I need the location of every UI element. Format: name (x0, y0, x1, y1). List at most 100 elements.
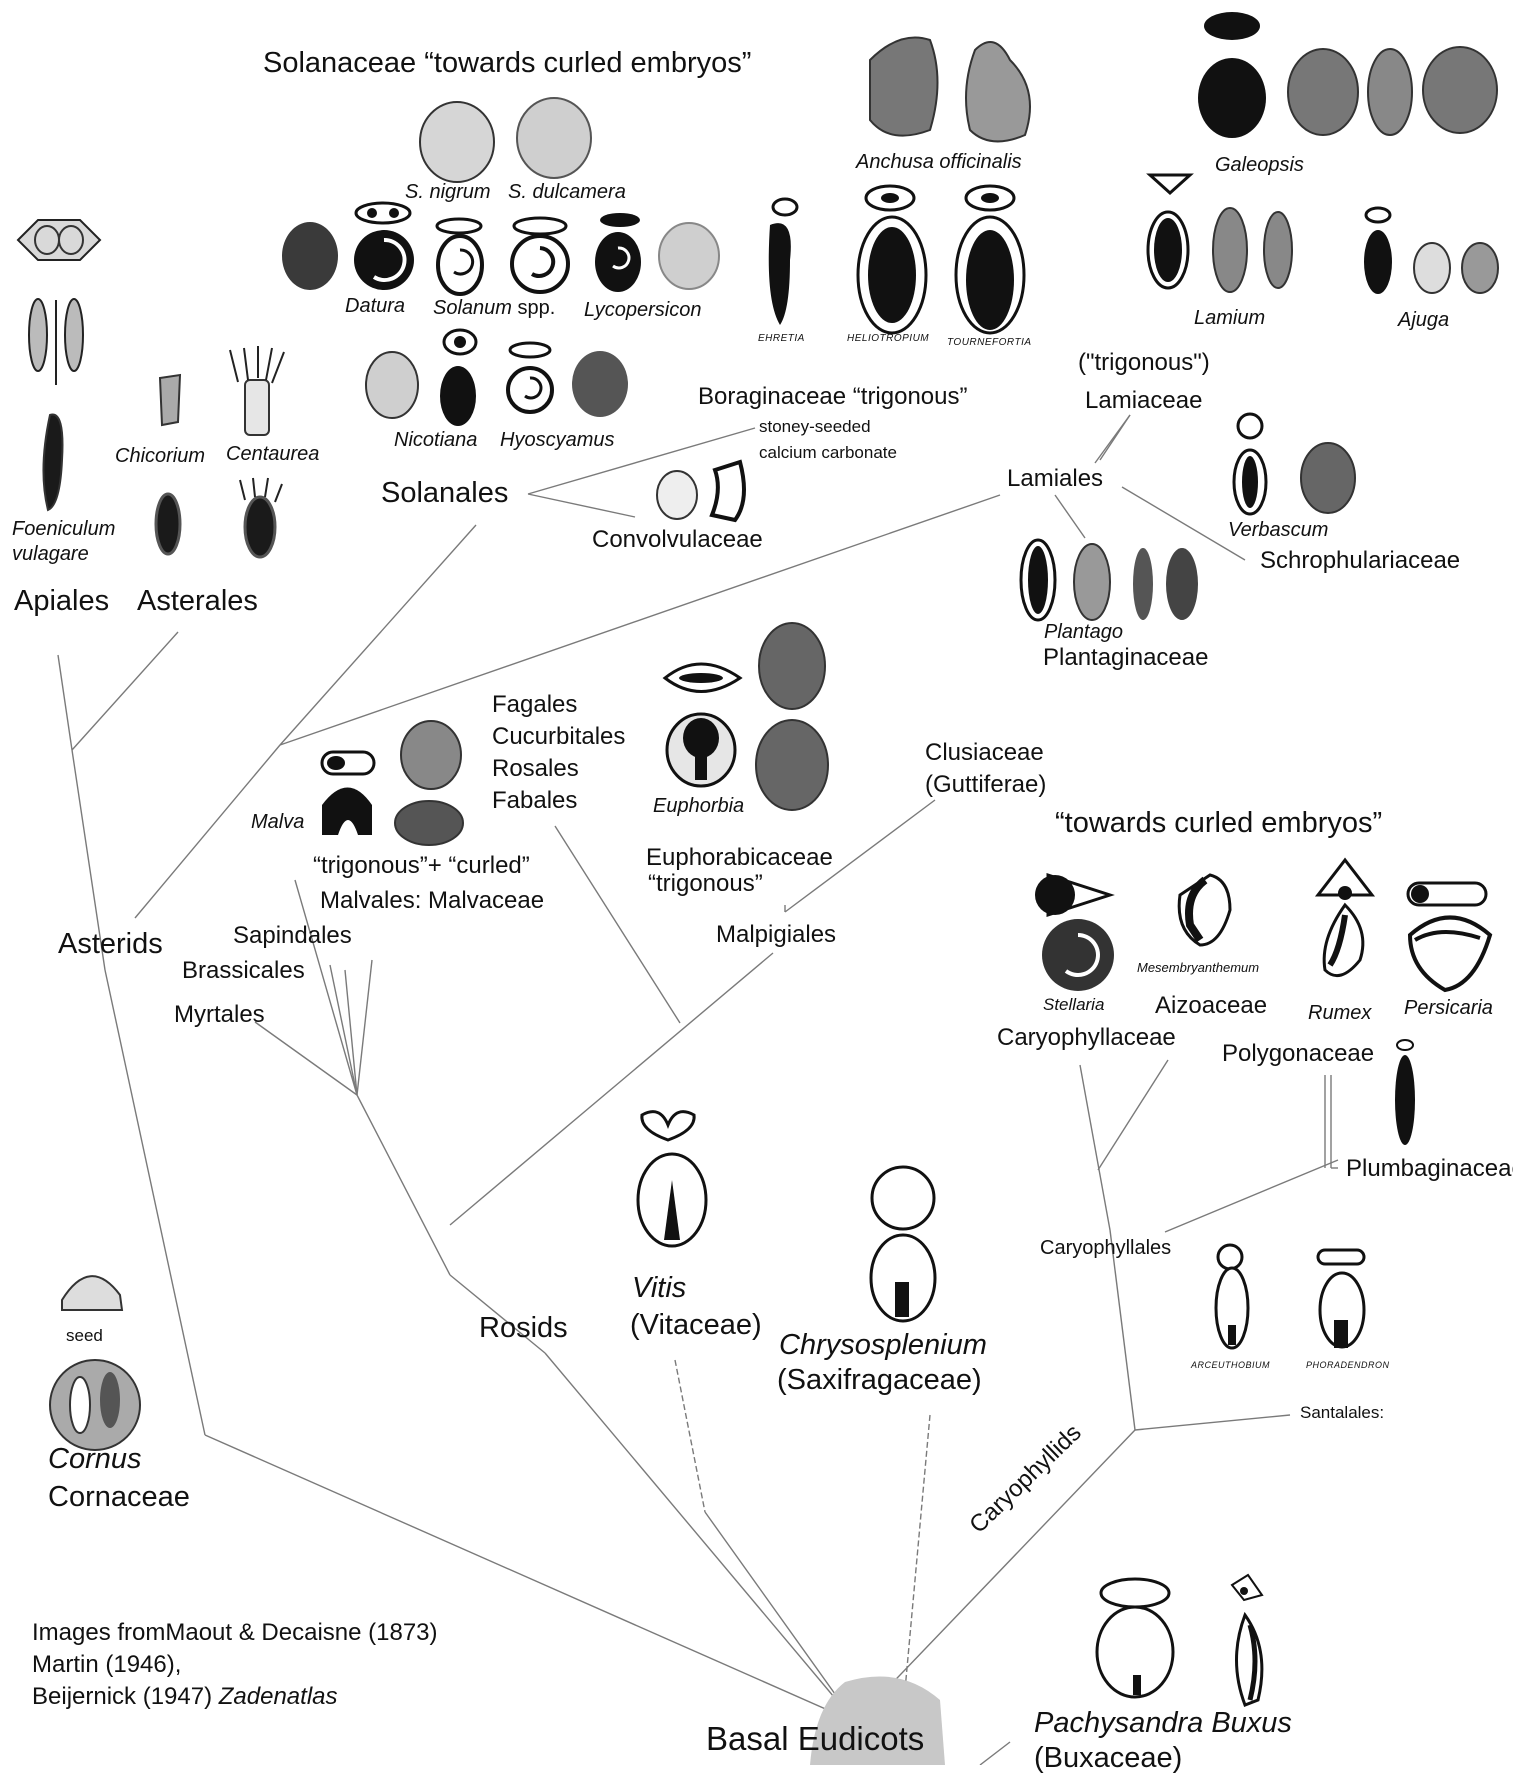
ajuga-label: Ajuga (1398, 309, 1450, 331)
clusiaceae-label: Clusiaceae (925, 739, 1044, 766)
buxaceae-label: (Buxaceae) (1034, 1742, 1183, 1774)
ehretia-label: EHRETIA (758, 333, 805, 344)
solanum-spp-label: Solanum spp. (433, 297, 556, 319)
centaurea-label: Centaurea (226, 443, 320, 465)
credits-line3: Beijernick (1947) Zadenatlas (32, 1683, 338, 1710)
plumbaginaceae-label: Plumbaginaceae (1346, 1155, 1513, 1182)
seed-label: seed (66, 1326, 103, 1345)
vitis-label: Vitis (632, 1272, 687, 1304)
hyoscyamus-label: Hyoscyamus (500, 429, 615, 451)
asterales-seed-icon (154, 477, 283, 559)
rumex-seed-icon (1314, 857, 1376, 978)
tournefortia-label: TOURNEFORTIA (947, 337, 1032, 348)
phoradendron-label: PHORADENDRON (1306, 1360, 1390, 1370)
credits-line1: Images fromMaout & Decaisne (1873) (32, 1619, 438, 1646)
lamiales-label: Lamiales (1007, 465, 1104, 492)
foeniculum-label: Foeniculum (12, 518, 116, 540)
chrysosplenium-seed-icon (869, 1165, 937, 1323)
schrophulariaceae-label: Schrophulariaceae (1260, 547, 1461, 574)
vitaceae-label: (Vitaceae) (630, 1309, 762, 1341)
saxifragaceae-label: (Saxifragaceae) (777, 1364, 982, 1396)
credits-line2: Martin (1946), (32, 1651, 182, 1678)
verbascum-seed-icon (1232, 412, 1356, 516)
boraginaceae-embryo-icon (768, 184, 1026, 335)
solanaceae-title: Solanaceae “towards curled embryos” (263, 47, 752, 79)
centaurea-seed-icon (229, 346, 285, 436)
boraginaceae-label: Boraginaceae “trigonous” (698, 383, 968, 410)
rumex-label: Rumex (1308, 1002, 1372, 1024)
caryophyllaceae-label: Caryophyllaceae (997, 1024, 1176, 1051)
mesembryanthemum-label: Mesembryanthemum (1137, 960, 1260, 975)
chicorium-seed-icon (158, 373, 182, 427)
towards-curled-label: “towards curled embryos” (1055, 807, 1383, 839)
buxaceae-seed-icon (1095, 1573, 1264, 1707)
polygonaceae-label: Polygonaceae (1222, 1040, 1375, 1067)
chrysosplenium-label: Chrysosplenium (779, 1329, 987, 1361)
nicotiana-seed-icon (365, 328, 628, 426)
arceuthobium-label: ARCEUTHOBIUM (1191, 1360, 1271, 1370)
malpigiales-label: Malpigiales (716, 921, 837, 948)
convolvulaceae-label: Convolvulaceae (592, 526, 763, 553)
fagales-label: Fagales (492, 691, 578, 718)
euphorbia-label: Euphorbia (653, 795, 745, 817)
chicorium-label: Chicorium (115, 445, 206, 467)
s-dulcamera-label: S. dulcamera (508, 181, 626, 203)
apiales-label: Apiales (14, 585, 110, 617)
solanales-label: Solanales (381, 477, 509, 509)
cornus-label: Cornus (48, 1443, 142, 1475)
cornaceae-label: Cornaceae (48, 1481, 190, 1513)
calcium-carbonate-label: calcium carbonate (759, 443, 897, 462)
euphorbicaceae-trigonous-label: “trigonous” (648, 870, 763, 897)
stoney-seeded-label: stoney-seeded (759, 417, 871, 436)
ajuga-seed-icon (1364, 206, 1499, 294)
convolvulaceae-seed-icon (656, 459, 746, 523)
euphorbia-seed-icon (662, 622, 829, 811)
persicaria-label: Persicaria (1404, 997, 1493, 1019)
sapindales-label: Sapindales (233, 922, 352, 949)
rosids-label: Rosids (479, 1312, 568, 1344)
lamiaceae-label: Lamiaceae (1085, 387, 1203, 414)
rosales-label: Rosales (492, 755, 579, 782)
brassicales-label: Brassicales (182, 957, 305, 984)
stellaria-label: Stellaria (1043, 995, 1105, 1014)
arceuthobium-seed-icon (1214, 1243, 1366, 1350)
datura-seed-icon (282, 201, 414, 290)
lamium-seed-icon (1146, 173, 1293, 293)
lycopersicon-label: Lycopersicon (584, 299, 702, 321)
solanum-nigrum-seed-icon (419, 101, 495, 183)
nicotiana-label: Nicotiana (394, 429, 478, 451)
stellaria-seed-icon (1035, 872, 1115, 991)
aizoaceae-label: Aizoaceae (1155, 992, 1268, 1019)
apiales-fruit-icon (16, 219, 102, 385)
tree-branches (57, 414, 1339, 1765)
plumbaginaceae-seed-icon (1395, 1039, 1415, 1145)
cucurbitales-label: Cucurbitales (492, 723, 626, 750)
plantago-seed-icon (1019, 538, 1198, 622)
solanum-embryo-icon (435, 216, 570, 296)
guttiferae-label: (Guttiferae) (925, 771, 1047, 798)
basal-eudicots-label: Basal Eudicots (706, 1720, 925, 1757)
s-nigrum-label: S. nigrum (405, 181, 491, 203)
mesembryanthemum-seed-icon (1177, 873, 1232, 947)
lycopersicon-seed-icon (595, 213, 720, 292)
pachysandra-buxus-label: Pachysandra Buxus (1034, 1707, 1292, 1739)
anchusa-label: Anchusa officinalis (856, 151, 1022, 173)
santalales-label: Santalales: (1300, 1403, 1385, 1422)
euphorbicaceae-label: Euphorabicaceae (646, 844, 833, 871)
caryophyllales-label: Caryophyllales (1040, 1237, 1172, 1259)
lamium-label: Lamium (1194, 307, 1266, 329)
malva-seed-icon (320, 720, 464, 846)
heliotropium-label: HELIOTROPIUM (847, 333, 930, 344)
vulagare-label: vulagare (12, 543, 89, 565)
foeniculum-seed-icon (42, 413, 64, 512)
asterales-label: Asterales (137, 585, 258, 617)
trigonous-curled-label: “trigonous”+ “curled” (313, 852, 530, 879)
fabales-label: Fabales (492, 787, 578, 814)
plantago-label: Plantago (1044, 621, 1123, 643)
galeopsis-label: Galeopsis (1215, 154, 1304, 176)
asterids-label: Asterids (58, 928, 163, 960)
galeopsis-seed-icon (1198, 12, 1498, 138)
solanum-dulcamera-seed-icon (516, 97, 592, 179)
verbascum-label: Verbascum (1228, 519, 1329, 541)
